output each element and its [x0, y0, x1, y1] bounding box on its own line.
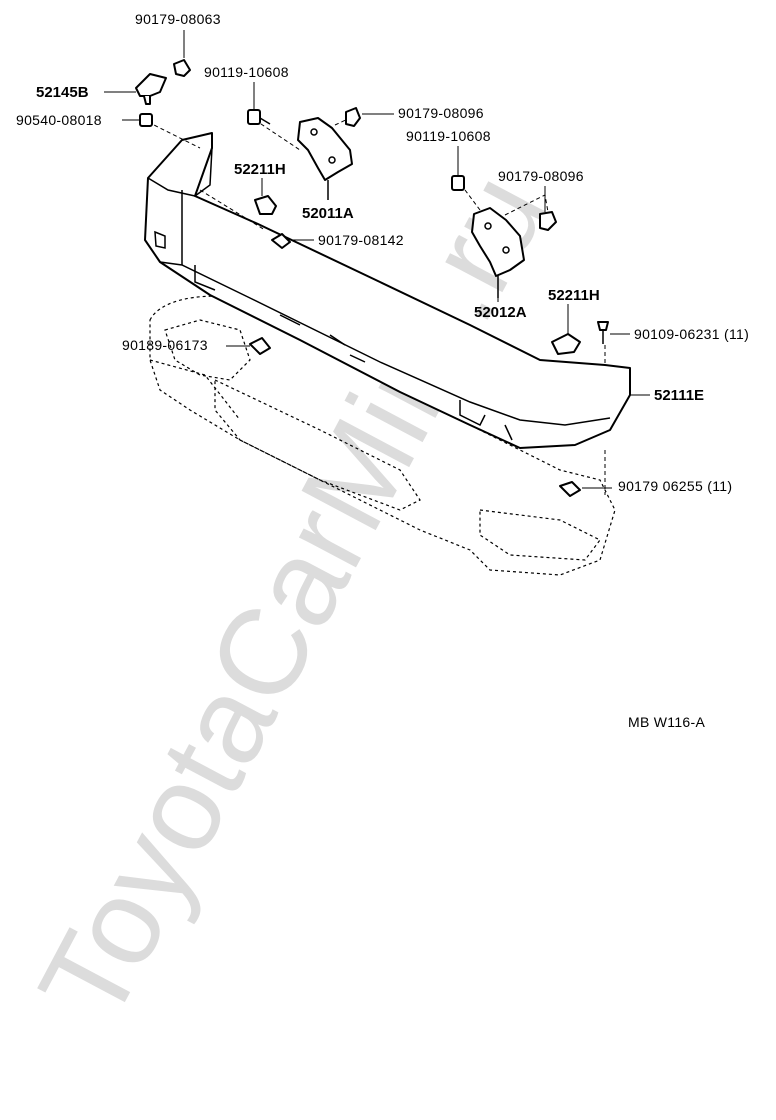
retainer-52211h-b-shape	[551, 333, 581, 355]
label-90189-06173: 90189-06173	[122, 337, 208, 353]
bracket-52145b-shape	[135, 73, 167, 105]
nut-90179-08063-shape	[173, 59, 191, 77]
figure-code: MB W116-A	[628, 714, 705, 730]
label-52012a: 52012A	[474, 304, 527, 321]
retainer-52211h-a-shape	[254, 195, 277, 215]
label-90179-08142: 90179-08142	[318, 232, 404, 248]
nut-90179-08096-a-shape	[345, 107, 361, 127]
bracket-52011a-shape	[297, 117, 353, 200]
label-90119-10608-b: 90119-10608	[406, 128, 491, 144]
label-52211h-b: 52211H	[548, 287, 600, 304]
nut-90179-08096-b-shape	[539, 211, 557, 231]
cushion-90540-08018-shape	[139, 113, 153, 127]
label-90179-08096-a: 90179-08096	[398, 105, 484, 121]
leader-lines	[104, 30, 650, 489]
label-90540-08018: 90540-08018	[16, 112, 102, 128]
label-52111e: 52111E	[654, 387, 704, 404]
nut-90179-06255-shape	[559, 481, 581, 497]
bracket-52012a-shape	[471, 207, 525, 298]
label-90119-10608-a: 90119-10608	[204, 64, 289, 80]
clip-90179-08142-shape	[271, 233, 291, 249]
label-52145b: 52145B	[36, 84, 89, 101]
label-90179-08096-b: 90179-08096	[498, 168, 584, 184]
screw-90109-06231-shape	[597, 321, 609, 344]
label-52211h-a: 52211H	[234, 161, 286, 178]
bumper-52111e	[144, 132, 631, 449]
label-90179-08063: 90179-08063	[135, 11, 221, 27]
car-body-outline	[149, 295, 616, 576]
label-90179-06255: 90179 06255 (11)	[618, 478, 732, 494]
clip-90189-06173-shape	[249, 337, 271, 355]
label-90109-06231: 90109-06231 (11)	[634, 326, 749, 342]
label-52011a: 52011A	[302, 205, 354, 222]
bolt-90119-10608-b-shape	[451, 175, 465, 191]
bolt-90119-10608-a-shape	[247, 109, 271, 125]
